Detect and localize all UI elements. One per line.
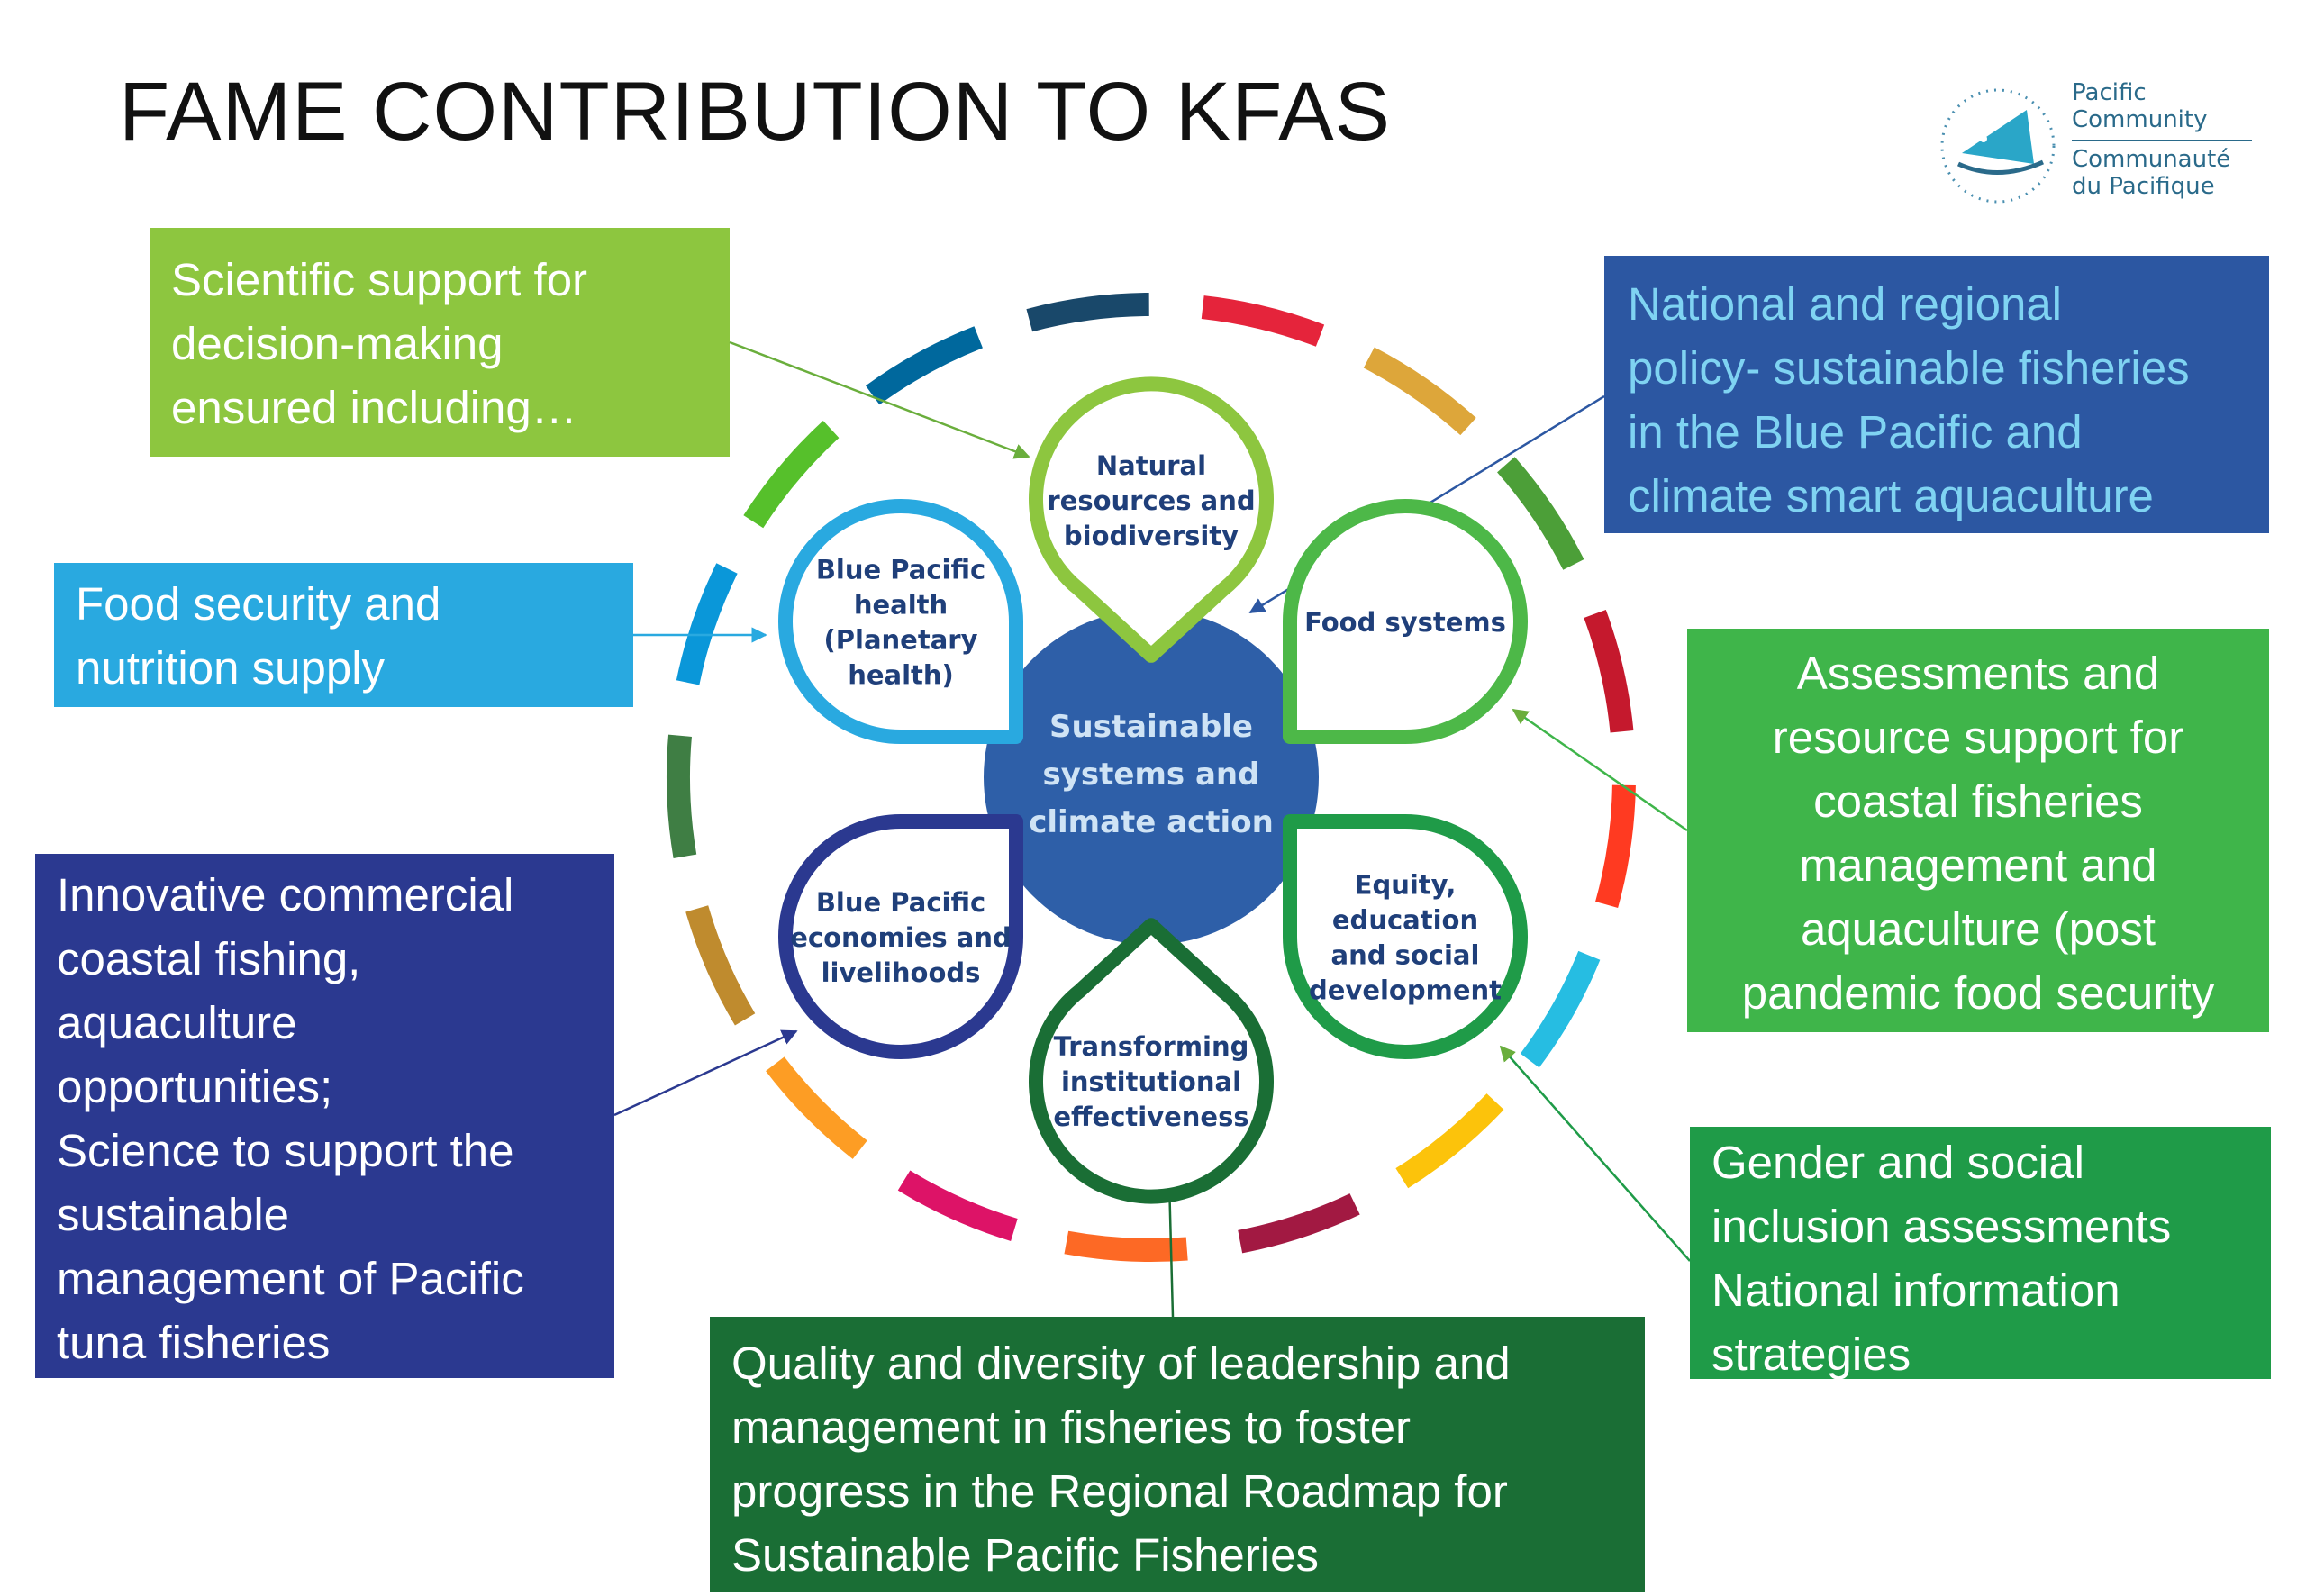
pillar-node-label: and social: [1331, 940, 1480, 971]
center-hub-line: Sustainable: [1049, 709, 1253, 745]
ring-segment: [866, 326, 984, 405]
pillar-node-label: health): [848, 660, 954, 691]
ring-segment: [743, 421, 840, 529]
center-hub-text: Sustainable systems and climate action: [1029, 709, 1274, 840]
pillar-node-equity: Equity, education and social development: [1283, 814, 1528, 1059]
ring-segment: [666, 734, 697, 858]
pillar-node-label: development: [1309, 975, 1502, 1006]
pillar-node-shape: [1029, 376, 1274, 663]
page-title: FAME CONTRIBUTION TO KFAS: [119, 66, 1392, 158]
sdg-color-ring: [666, 293, 1636, 1262]
logo-dotted-ring-icon: [1940, 88, 2056, 204]
pillar-node-transforming: Transforming institutional effectiveness: [1029, 918, 1274, 1204]
pillar-node-food-systems: Food systems: [1283, 499, 1528, 744]
arrow-scientific-to-natural: [729, 340, 1030, 459]
ring-segment: [1584, 610, 1634, 733]
logo-star-icon: [1980, 135, 1987, 142]
center-hub-line: climate action: [1029, 804, 1274, 840]
ring-segment: [1363, 347, 1476, 436]
arrow-assessments-to-food-systems: [1512, 708, 1688, 832]
box-gender-social-inclusion: Gender and social inclusion assessments …: [1690, 1127, 2271, 1380]
arrow-national-to-center: [1248, 394, 1605, 614]
pillar-node-shape: [1029, 918, 1274, 1204]
ring-segment: [676, 563, 738, 685]
pillar-node-label: Blue Pacific: [816, 887, 985, 918]
ring-segment: [1595, 784, 1636, 908]
pillar-node-label: biodiversity: [1064, 521, 1239, 551]
pillar-node-label: health: [854, 590, 948, 621]
arrow-innovative-to-economies: [613, 1029, 798, 1117]
center-hub-line: systems and: [1043, 757, 1260, 793]
logo-text-du-pacifique: du Pacifique: [2072, 173, 2215, 200]
ring-segment: [1026, 293, 1149, 332]
pillar-node-label: Food systems: [1304, 607, 1506, 638]
ring-segment: [1520, 950, 1601, 1068]
box-quality-diversity: Quality and diversity of leadership and …: [710, 1317, 1645, 1592]
pillar-node-label: institutional: [1061, 1066, 1241, 1097]
pillar-node-shape: [1283, 499, 1528, 744]
pillar-node-label: education: [1332, 905, 1478, 936]
ring-segment: [766, 1056, 867, 1159]
pillar-node-label: Equity,: [1355, 870, 1457, 901]
logo-wave-icon: [1956, 159, 2045, 175]
ring-segment: [1201, 295, 1325, 347]
pillar-node-shape: [1283, 814, 1528, 1059]
pillar-node-economies: Blue Pacific economies and livelihoods: [778, 814, 1023, 1059]
box-assessments-support: Assessments and resource support for coa…: [1687, 629, 2269, 1032]
pillar-node-label: resources and: [1047, 485, 1255, 516]
pillar-node-label: economies and: [790, 922, 1012, 953]
arrow-quality-to-transforming: [1161, 1178, 1178, 1318]
logo-text-communaute: Communauté: [2072, 146, 2231, 173]
ring-segment: [685, 905, 756, 1026]
pillar-node-natural: Natural resources and biodiversity: [1029, 376, 1274, 663]
pillar-node-shape: [778, 499, 1023, 744]
logo-text-pacific: Pacific: [2072, 79, 2147, 106]
ring-segment: [1395, 1093, 1504, 1189]
logo-text-community: Community: [2072, 106, 2208, 133]
ring-segment: [897, 1170, 1018, 1241]
box-innovative-commercial: Innovative commercial coastal fishing, a…: [35, 854, 614, 1378]
box-scientific-support: Scientific support for decision-making e…: [150, 228, 730, 457]
ring-segment: [1496, 457, 1584, 570]
arrow-gender-to-equity: [1499, 1045, 1691, 1262]
pacific-community-logo: [1940, 88, 2252, 204]
pillar-node-health: Blue Pacific health (Planetary health): [778, 499, 1023, 744]
pillar-node-shape: [778, 814, 1023, 1059]
pillar-node-label: Natural: [1096, 450, 1206, 481]
connector-arrows: [613, 340, 1691, 1318]
pillar-node-label: livelihoods: [822, 957, 981, 988]
pillar-node-label: (Planetary: [824, 625, 978, 656]
pillar-node-label: Blue Pacific: [816, 555, 985, 585]
ring-segment: [1064, 1230, 1188, 1262]
logo-sail-icon: [1962, 110, 2034, 164]
ring-segment: [1238, 1193, 1360, 1254]
pillar-node-label: Transforming: [1054, 1031, 1249, 1062]
box-national-regional-policy: National and regional policy- sustainabl…: [1604, 256, 2269, 533]
pillar-node-label: effectiveness: [1053, 1102, 1248, 1132]
box-food-security: Food security and nutrition supply: [54, 563, 633, 707]
center-hub: [984, 610, 1319, 945]
